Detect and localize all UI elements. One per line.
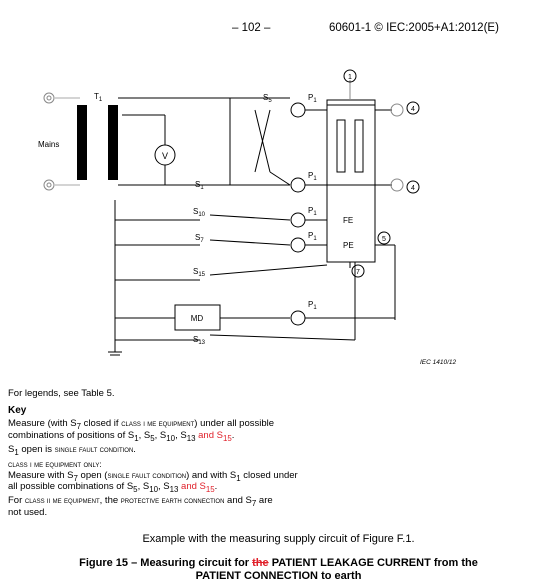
p1-label-5: P1 bbox=[308, 300, 317, 311]
transformer-core-left bbox=[77, 105, 87, 180]
p1-label-1: P1 bbox=[308, 93, 317, 104]
page-number: – 102 – bbox=[232, 22, 271, 34]
voltmeter-symbol bbox=[154, 144, 176, 166]
example-caption: Example with the measuring supply circui… bbox=[142, 533, 415, 545]
key-line-2: combinations of positions of S1, S5, S10… bbox=[8, 430, 235, 443]
s10-label: S10 bbox=[193, 207, 206, 218]
p1-terminal-4 bbox=[290, 237, 306, 253]
terminal-4-top bbox=[390, 103, 404, 117]
figure-title-line-1: Figure 15 – Measuring circuit for the PA… bbox=[79, 557, 478, 569]
pe-label: PE bbox=[343, 241, 354, 250]
s5-label: S5 bbox=[263, 93, 272, 104]
callout-4-top: 4 bbox=[411, 106, 415, 113]
class2-note-end: not used. bbox=[8, 507, 48, 518]
p1-label-4: P1 bbox=[308, 231, 317, 242]
key-title: Key bbox=[8, 405, 27, 416]
figure-title-line-2: PATIENT CONNECTION to earth bbox=[195, 570, 362, 582]
p1-terminal-1 bbox=[290, 102, 306, 118]
p1-terminal-3 bbox=[290, 212, 306, 228]
s1-open-note: S1 open is single fault condition. bbox=[8, 444, 136, 457]
callout-5: 5 bbox=[382, 236, 386, 243]
s13-label: S13 bbox=[193, 335, 206, 346]
t1-label: T1 bbox=[94, 92, 103, 103]
class2-note: For class ii me equipment, the protectiv… bbox=[8, 495, 273, 508]
callout-1: 1 bbox=[348, 74, 352, 81]
circuit-wires bbox=[43, 69, 404, 356]
legends-reference: For legends, see Table 5. bbox=[8, 388, 115, 399]
key-line-1: Measure (with S7 closed if class i me eq… bbox=[8, 418, 275, 431]
terminal-4-bottom bbox=[390, 178, 404, 192]
class1-only-heading: class i me equipment only: bbox=[8, 459, 102, 469]
standard-reference: 60601-1 © IEC:2005+A1:2012(E) bbox=[329, 22, 499, 34]
circuit-diagram: V Mains T1 S5 S1 S10 S7 S15 S13 P1 P1 P1… bbox=[38, 69, 457, 366]
mains-terminal-bottom bbox=[43, 179, 55, 191]
callout-4-bottom: 4 bbox=[411, 185, 415, 192]
voltmeter-label: V bbox=[162, 151, 168, 161]
callout-7: 7 bbox=[356, 269, 360, 276]
s1-label: S1 bbox=[195, 180, 204, 191]
p1-label-2: P1 bbox=[308, 171, 317, 182]
mains-terminal-top bbox=[43, 92, 55, 104]
mains-label: Mains bbox=[38, 140, 59, 149]
measure-line-2: Measure with S7 open (single fault condi… bbox=[8, 470, 298, 483]
p1-terminal-2 bbox=[290, 177, 306, 193]
measure-line-3: all possible combinations of S5, S10, S1… bbox=[8, 481, 218, 494]
me-equipment-box bbox=[326, 99, 376, 263]
p1-label-3: P1 bbox=[308, 206, 317, 217]
s15-label: S15 bbox=[193, 267, 206, 278]
fe-label: FE bbox=[343, 216, 353, 225]
md-label: MD bbox=[191, 314, 204, 323]
transformer-core-right bbox=[108, 105, 118, 180]
p1-terminal-5 bbox=[290, 310, 306, 326]
s7-label: S7 bbox=[195, 233, 204, 244]
iec-figure-reference: IEC 1410/12 bbox=[420, 359, 457, 366]
